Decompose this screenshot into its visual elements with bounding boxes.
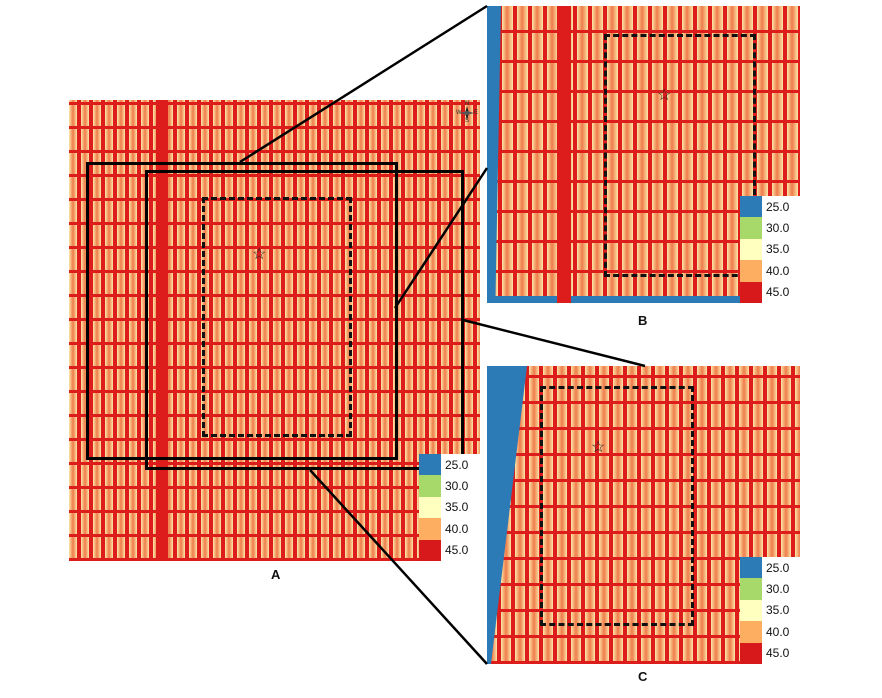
legend-label: 30.0 [766, 582, 790, 597]
legend-swatch [740, 217, 762, 239]
legend-swatch [419, 475, 441, 497]
legend-label: 25.0 [445, 457, 469, 472]
zoom-box-large [86, 162, 398, 460]
legend-label: 35.0 [766, 242, 790, 257]
legend-swatch [740, 557, 762, 579]
legend-swatch [740, 281, 762, 303]
legend-entry: 30.0 [740, 578, 800, 600]
blue-edge-bottom [487, 296, 800, 303]
legend-swatch [419, 496, 441, 519]
legend-entry: 45.0 [740, 642, 800, 664]
legend-entry: 35.0 [740, 599, 800, 622]
legend-entry: 40.0 [740, 621, 800, 643]
dashed-region [540, 386, 694, 626]
legend-label: 45.0 [766, 646, 790, 661]
legend-c: 25.0 30.0 35.0 40.0 45.0 [740, 557, 800, 664]
legend-label: 40.0 [445, 521, 469, 536]
red-stripe [557, 6, 571, 303]
legend-label: 35.0 [766, 603, 790, 618]
legend-swatch [740, 642, 762, 664]
zoom-box-small [145, 170, 464, 470]
legend-swatch [740, 196, 762, 218]
legend-swatch [740, 260, 762, 282]
panel-b-zoom-image: ☆ 25.0 30.0 35.0 40.0 45.0 [487, 6, 800, 303]
legend-entry: 25.0 [740, 557, 800, 579]
panel-a-label: A [271, 567, 281, 582]
legend-swatch [740, 599, 762, 622]
legend-label: 30.0 [445, 479, 469, 494]
red-stripe [156, 100, 168, 561]
legend-label: 45.0 [445, 543, 469, 558]
legend-entry: 40.0 [740, 260, 800, 282]
legend-entry: 25.0 [740, 196, 800, 218]
legend-label: 40.0 [766, 624, 790, 639]
star-marker: ☆ [252, 246, 267, 263]
panel-a-thermal-image: N S W E ☆ 25.0 30.0 35.0 40.0 45.0 [69, 100, 480, 561]
legend-label: 40.0 [766, 263, 790, 278]
legend-swatch [419, 454, 441, 476]
legend-swatch [419, 539, 441, 561]
legend-swatch [740, 238, 762, 261]
panel-c-zoom-image: ☆ 25.0 30.0 35.0 40.0 45.0 [487, 366, 800, 664]
legend-label: 35.0 [445, 500, 469, 515]
dashed-region [604, 34, 756, 277]
compass-rose-icon: N S W E [456, 101, 479, 124]
legend-label: 45.0 [766, 285, 790, 300]
legend-entry: 35.0 [740, 238, 800, 261]
field-texture [69, 100, 480, 561]
legend-label: 25.0 [766, 199, 790, 214]
panel-b-label: B [638, 313, 648, 328]
legend-entry: 30.0 [740, 217, 800, 239]
star-marker: ☆ [657, 87, 672, 104]
legend-a: 25.0 30.0 35.0 40.0 45.0 [419, 454, 480, 561]
legend-entry: 45.0 [419, 539, 480, 561]
legend-swatch [419, 518, 441, 540]
legend-entry: 25.0 [419, 454, 480, 476]
legend-entry: 45.0 [740, 281, 800, 303]
legend-entry: 35.0 [419, 496, 480, 519]
legend-b: 25.0 30.0 35.0 40.0 45.0 [740, 196, 800, 303]
legend-label: 30.0 [766, 221, 790, 236]
legend-swatch [740, 578, 762, 600]
star-marker: ☆ [591, 439, 606, 456]
legend-label: 25.0 [766, 560, 790, 575]
dashed-region [202, 197, 352, 437]
legend-swatch [740, 621, 762, 643]
legend-entry: 40.0 [419, 518, 480, 540]
panel-c-label: C [638, 669, 648, 684]
legend-entry: 30.0 [419, 475, 480, 497]
